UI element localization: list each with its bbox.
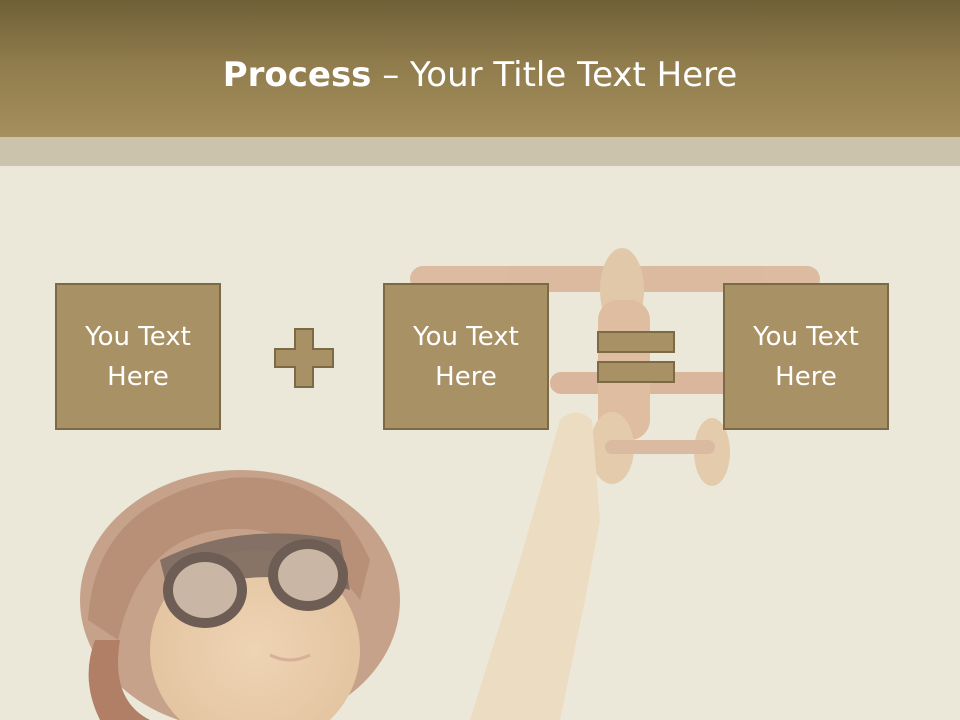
process-box-3-label: You Text Here xyxy=(753,321,859,392)
process-box-3[interactable]: You Text Here xyxy=(723,283,889,430)
slide-title-rest: – Your Title Text Here xyxy=(371,55,738,95)
process-box-2[interactable]: You Text Here xyxy=(383,283,549,430)
process-box-2-label: You Text Here xyxy=(413,321,519,392)
slide-title: Process – Your Title Text Here xyxy=(0,52,960,98)
slide-title-bold: Process xyxy=(222,55,372,95)
plus-icon xyxy=(274,328,334,388)
equals-icon xyxy=(597,331,675,383)
title-bar-accent-strip xyxy=(0,137,960,166)
process-box-1-label: You Text Here xyxy=(85,321,191,392)
process-box-1[interactable]: You Text Here xyxy=(55,283,221,430)
title-bar xyxy=(0,0,960,137)
child-aviator-illustration xyxy=(80,470,400,720)
